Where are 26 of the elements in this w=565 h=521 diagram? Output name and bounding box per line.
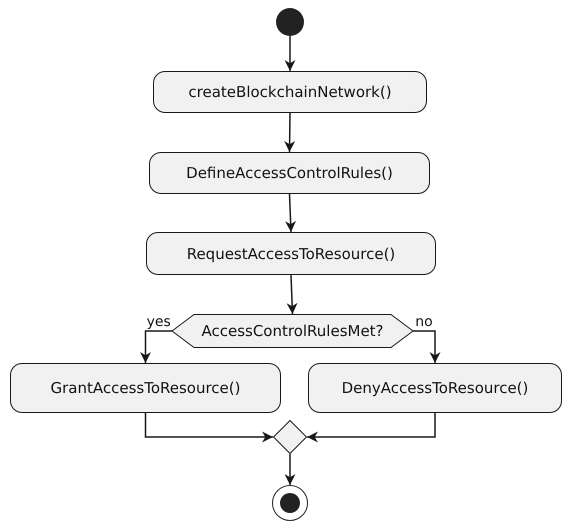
node-text: RequestAccessToResource()	[186, 244, 396, 262]
end-node	[272, 485, 308, 521]
arrow	[284, 454, 296, 485]
activity-box	[149, 152, 430, 194]
arrow	[286, 274, 298, 314]
activity-box	[10, 363, 281, 413]
node-text: createBlockchainNetwork()	[188, 83, 392, 101]
arrow	[144, 413, 273, 442]
arrow	[284, 36, 296, 71]
node-text: AccessControlRulesMet?	[201, 322, 384, 340]
activity-box	[308, 363, 562, 413]
node-text: GrantAccessToResource()	[50, 379, 240, 397]
arrow	[284, 112, 296, 152]
node-text: DefineAccessControlRules()	[186, 164, 393, 182]
node-text: DenyAccessToResource()	[342, 379, 528, 397]
arrow	[307, 413, 436, 442]
start-node	[276, 8, 304, 36]
arrow	[413, 330, 440, 363]
activity-box	[146, 232, 436, 275]
activity-box	[153, 71, 427, 113]
decision-hexagon	[172, 314, 413, 348]
arrow	[285, 194, 296, 232]
arrow	[140, 330, 172, 363]
merge-diamond	[273, 420, 307, 454]
edge-label: no	[415, 315, 433, 329]
edge-label: yes	[146, 315, 171, 329]
